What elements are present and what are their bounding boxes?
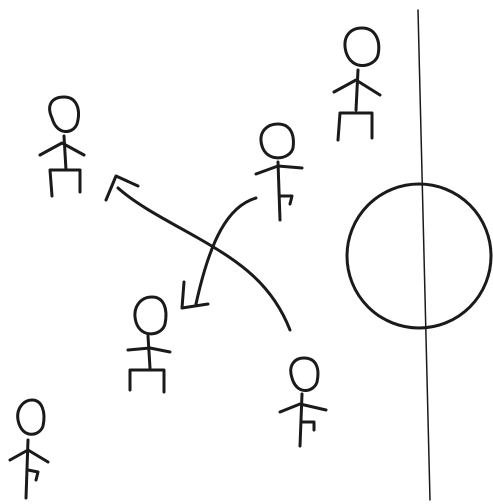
player-figure-top-left — [40, 97, 84, 196]
player-figure-bottom-left — [10, 400, 48, 498]
short-pass-arrow — [182, 198, 256, 308]
player-figure-lower-right — [280, 358, 326, 446]
player-figure-top-right — [334, 28, 380, 140]
halfway-line — [418, 10, 430, 500]
player-figure-middle — [128, 297, 170, 392]
player-figure-upper-middle — [256, 124, 302, 220]
center-circle — [347, 184, 491, 328]
